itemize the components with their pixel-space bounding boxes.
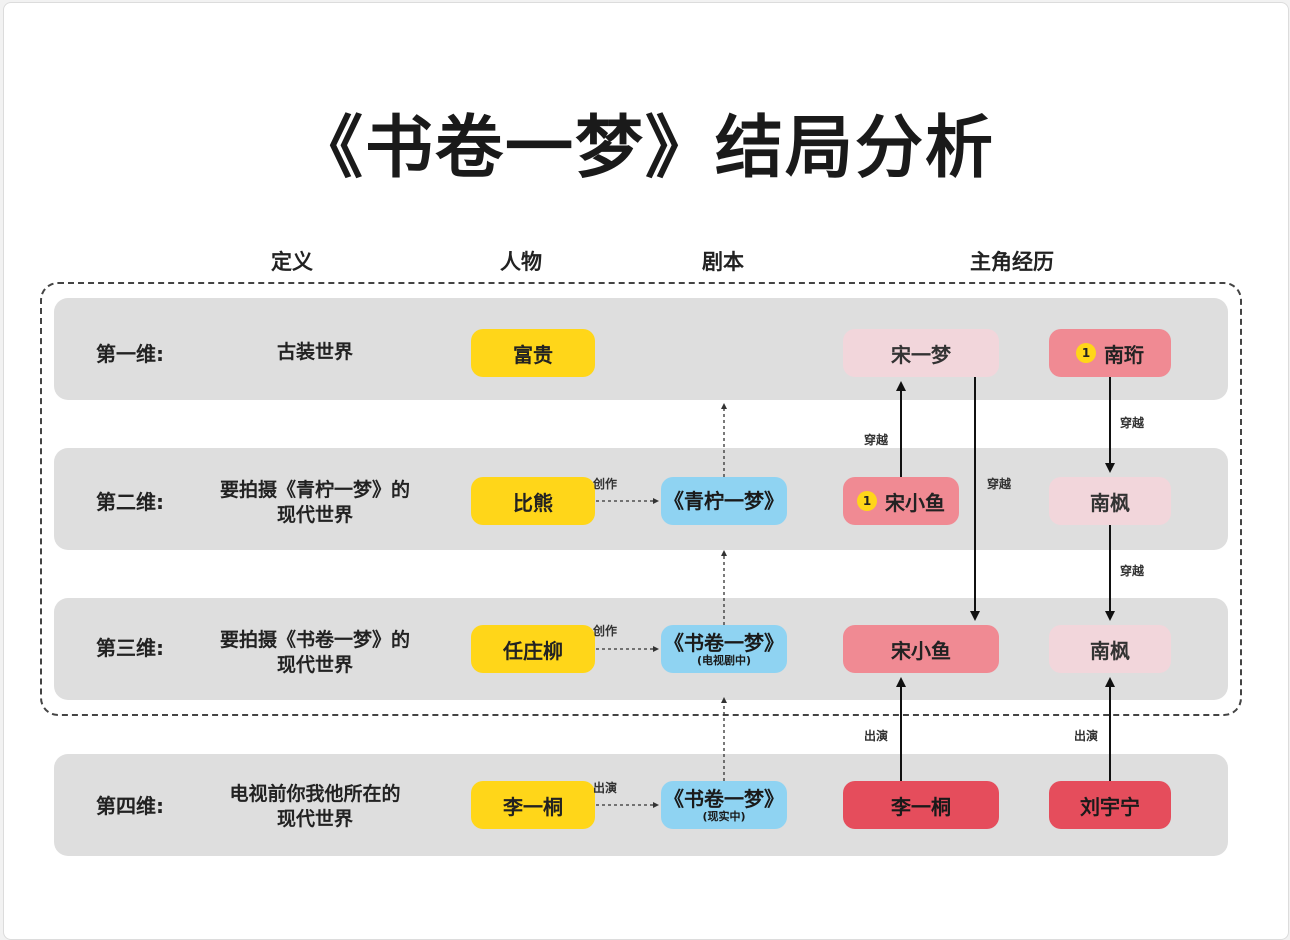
number-badge: 1 <box>857 491 877 511</box>
definition-text: 要拍摄《书卷一梦》的现代世界 <box>219 629 410 676</box>
person-pill: 比熊 <box>471 477 595 525</box>
character-pill: 南枫 <box>1049 477 1171 525</box>
character-pill: 宋小鱼 <box>843 625 999 673</box>
character-pill: 南枫 <box>1049 625 1171 673</box>
character-pill: 刘宇宁 <box>1049 781 1171 829</box>
definition-text: 电视前你我他所在的现代世界 <box>229 783 401 830</box>
arrow-label-cross: 穿越 <box>1120 564 1145 578</box>
relation-label: 出演 <box>593 781 618 795</box>
row-dimension-1 <box>54 298 1228 400</box>
person-pill: 富贵 <box>471 329 595 377</box>
page-title: 《书卷一梦》结局分析 <box>294 109 995 188</box>
character-pill: 宋一梦 <box>843 329 999 377</box>
column-header-script: 剧本 <box>702 250 744 274</box>
column-header-protagonist: 主角经历 <box>970 250 1054 274</box>
arrow-label-cross: 穿越 <box>987 477 1012 491</box>
script-pill: 《青柠一梦》 <box>661 477 787 525</box>
arrow-label-cross: 穿越 <box>864 433 889 447</box>
person-pill: 任庄柳 <box>471 625 595 673</box>
dimension-label: 第四维: <box>96 794 164 818</box>
row-dimension-2 <box>54 448 1228 550</box>
script-pill: 《书卷一梦》(电视剧中) <box>661 625 787 673</box>
arrow-label-act: 出演 <box>864 729 889 743</box>
number-badge: 1 <box>1076 343 1096 363</box>
dimension-label: 第三维: <box>96 636 164 660</box>
script-pill: 《书卷一梦》(现实中) <box>661 781 787 829</box>
relation-label: 创作 <box>593 477 618 491</box>
column-header-definition: 定义 <box>271 250 313 274</box>
dimension-label: 第一维: <box>96 342 164 366</box>
arrow-label-cross: 穿越 <box>1120 416 1145 430</box>
relation-label: 创作 <box>593 624 618 638</box>
dimension-label: 第二维: <box>96 490 164 514</box>
column-header-person: 人物 <box>500 250 542 274</box>
character-pill: 李一桐 <box>843 781 999 829</box>
arrow-label-act: 出演 <box>1074 729 1099 743</box>
definition-text: 古装世界 <box>276 341 353 363</box>
fictional-worlds-frame <box>40 282 1242 716</box>
person-pill: 李一桐 <box>471 781 595 829</box>
definition-text: 要拍摄《青柠一梦》的现代世界 <box>219 479 410 526</box>
